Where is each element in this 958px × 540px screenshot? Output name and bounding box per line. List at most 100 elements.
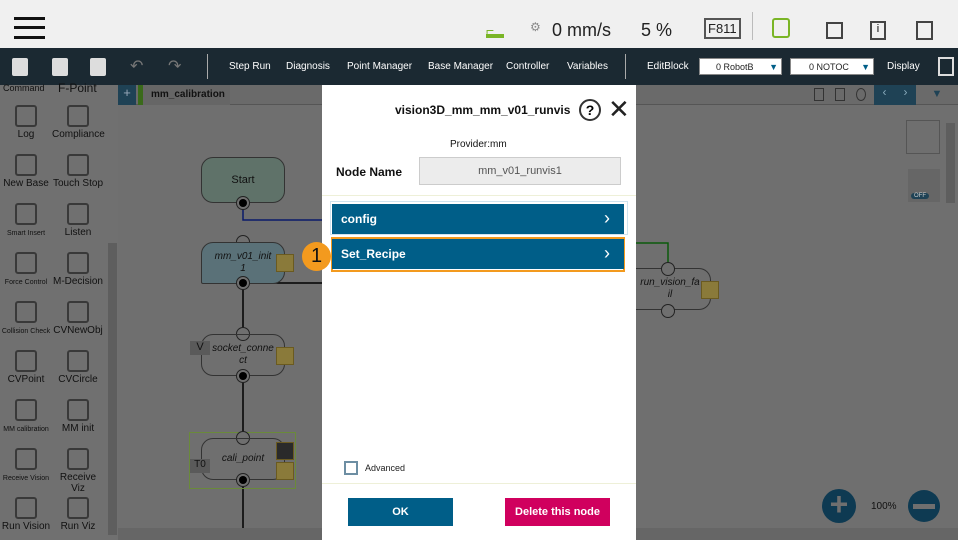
chevron-down-icon: ▼ <box>769 62 778 72</box>
sidebar-item-listen[interactable]: Listen <box>52 203 104 238</box>
sidebar-item-run-vision[interactable]: Run Vision <box>0 497 52 532</box>
touch-stop-icon <box>67 154 89 176</box>
prev-tab-button[interactable]: ‹ <box>874 85 895 105</box>
config-row[interactable]: config› <box>332 204 624 234</box>
sidebar-item-smart-insert[interactable]: Smart Insert <box>0 203 52 238</box>
sort-time-icon[interactable] <box>856 88 866 101</box>
node-type-icon <box>701 281 719 299</box>
mode-badge: F811 <box>704 18 741 39</box>
node-type-icon <box>276 254 294 272</box>
delete-node-button[interactable]: Delete this node <box>505 498 610 526</box>
sidebar-item-touch-stop[interactable]: Touch Stop <box>52 154 104 189</box>
add-tab-button[interactable]: + <box>118 85 136 105</box>
open-file-icon[interactable] <box>90 58 106 76</box>
run-viz-icon <box>67 497 89 519</box>
node-name-input[interactable]: mm_v01_runvis1 <box>419 157 621 185</box>
sidebar-item-label: M-Decision <box>52 276 103 287</box>
step-run-button[interactable]: Step Run <box>229 61 271 72</box>
sidebar-item-log[interactable]: Log <box>0 105 52 140</box>
info-icon[interactable]: i <box>870 21 886 40</box>
provider-label: Provider:mm <box>450 139 507 150</box>
sidebar-item-label: CVPoint <box>7 374 45 385</box>
tool-select[interactable]: 0 NOTOC▼ <box>790 58 874 75</box>
node-port[interactable] <box>236 369 250 383</box>
sidebar-item-label: Force Control <box>4 279 48 286</box>
next-tab-button[interactable]: › <box>895 85 916 105</box>
base-manager-button[interactable]: Base Manager <box>428 61 494 72</box>
sidebar-item-label: Run Viz <box>60 521 96 532</box>
new-file-icon[interactable] <box>12 58 28 76</box>
node-settings-dialog: vision3D_mm_mm_v01_runvis ? ✕ Provider:m… <box>322 85 636 540</box>
divider <box>322 483 636 484</box>
controller-button[interactable]: Controller <box>506 61 550 72</box>
save-file-icon[interactable] <box>52 58 68 76</box>
robot-arm-icon[interactable] <box>772 18 790 38</box>
sidebar-item-receive-viz[interactable]: Receive Viz <box>52 448 104 494</box>
node-tag-t0: T0 <box>190 459 210 473</box>
editblock-button[interactable]: EditBlock <box>647 61 689 72</box>
speed-percent[interactable]: 5 % <box>641 20 673 40</box>
zoom-level: 100% <box>871 501 897 512</box>
sidebar-item-mm-init[interactable]: MM init <box>52 399 104 434</box>
node-port[interactable] <box>661 262 675 276</box>
node-port[interactable] <box>661 304 675 318</box>
sidebar-item-label: CVNewObj <box>53 325 103 336</box>
sort-az-icon[interactable] <box>835 88 845 101</box>
zoom-in-button[interactable]: + <box>822 488 856 523</box>
node-port[interactable] <box>236 196 250 210</box>
zoom-out-button[interactable] <box>908 490 940 522</box>
sidebar-item-label: Smart Insert <box>6 230 46 237</box>
sidebar-item-compliance[interactable]: Compliance <box>52 105 105 140</box>
sidebar-item-cvcircle[interactable]: CVCircle <box>52 350 104 385</box>
diagnosis-button[interactable]: Diagnosis <box>286 61 330 72</box>
link-toggle[interactable]: OFF <box>908 169 940 202</box>
sidebar-item-label: Collision Check <box>1 328 51 335</box>
ok-button[interactable]: OK <box>348 498 453 526</box>
tab-mm-calibration[interactable]: mm_calibration <box>138 85 230 105</box>
set-recipe-row[interactable]: Set_Recipe› <box>332 239 624 269</box>
divider <box>207 54 208 79</box>
sidebar-header-command: Command <box>3 83 45 93</box>
sidebar-item-force-control[interactable]: Force Control <box>0 252 52 287</box>
tab-menu-button[interactable]: ▼ <box>931 88 943 100</box>
node-port[interactable] <box>236 473 250 487</box>
sidebar-item-collision-check[interactable]: Collision Check <box>0 301 52 336</box>
layout-icon[interactable] <box>906 120 940 154</box>
sidebar-item-label: Listen <box>64 227 92 238</box>
sidebar-item-mm-calibration[interactable]: MM calibration <box>0 399 52 434</box>
controller-icon[interactable] <box>826 22 843 39</box>
toolbar: ↶ ↷ Step Run Diagnosis Point Manager Bas… <box>0 48 958 85</box>
m-decision-icon <box>67 252 89 274</box>
sort-za-icon[interactable] <box>814 88 824 101</box>
sidebar-item-run-viz[interactable]: Run Viz <box>52 497 104 532</box>
close-icon[interactable]: ✕ <box>608 94 630 124</box>
advanced-checkbox[interactable] <box>344 461 358 475</box>
robot-status-icon: ⌐ <box>486 22 504 38</box>
divider <box>322 195 636 196</box>
smart-insert-icon <box>15 203 37 225</box>
display-button[interactable]: Display <box>887 61 920 72</box>
panel-toggle-icon[interactable] <box>938 57 954 76</box>
sidebar-scrollbar[interactable] <box>108 243 117 535</box>
undo-icon[interactable]: ↶ <box>130 58 144 75</box>
point-manager-button[interactable]: Point Manager <box>347 61 413 72</box>
sidebar-item-receive-vision[interactable]: Receive Vision <box>0 448 52 483</box>
speed-readout: 0 mm/s <box>552 20 612 40</box>
sidebar-item-cvnewobj[interactable]: CVNewObj <box>52 301 104 336</box>
compliance-icon <box>67 105 89 127</box>
node-port[interactable] <box>236 276 250 290</box>
sidebar-item-label: MM init <box>61 423 95 434</box>
node-start[interactable]: Start <box>201 157 285 203</box>
log-icon[interactable] <box>916 21 933 40</box>
sidebar-item-new-base[interactable]: New Base <box>0 154 52 189</box>
variables-button[interactable]: Variables <box>567 61 608 72</box>
redo-icon[interactable]: ↷ <box>168 58 182 75</box>
menu-icon[interactable] <box>14 17 45 39</box>
node-name-label: Node Name <box>336 165 403 179</box>
cvcircle-icon <box>67 350 89 372</box>
canvas-scrollbar[interactable] <box>946 123 955 203</box>
help-icon[interactable]: ? <box>579 99 601 121</box>
robot-base-select[interactable]: 0 RobotB▼ <box>699 58 782 75</box>
sidebar-item-m-decision[interactable]: M-Decision <box>52 252 104 287</box>
sidebar-item-cvpoint[interactable]: CVPoint <box>0 350 52 385</box>
